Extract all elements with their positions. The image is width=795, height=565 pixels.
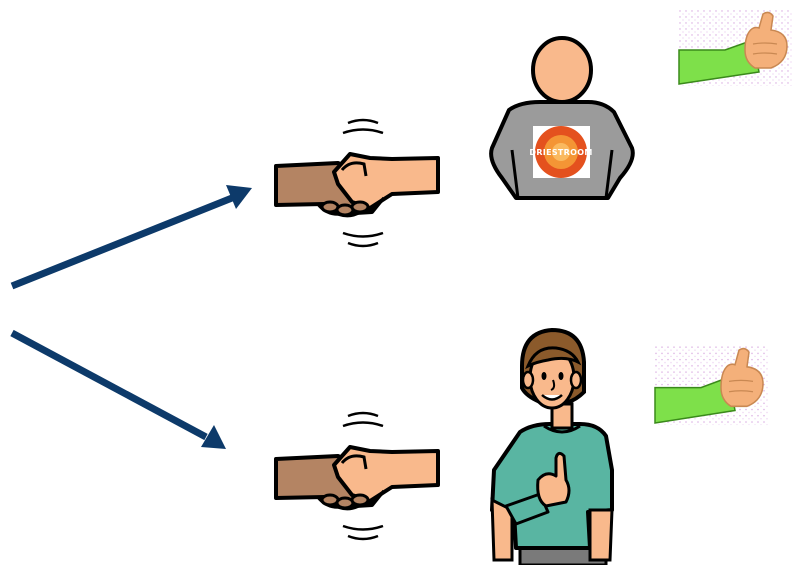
- thumbs-up-icon: [654, 345, 770, 426]
- organisation-person-icon: DRIESTROOM: [489, 36, 635, 200]
- handshake-icon: [274, 118, 440, 248]
- thumbs-up-icon: [678, 9, 794, 87]
- person-pointing-self-icon: [490, 327, 614, 565]
- logo-text: DRIESTROOM: [529, 148, 592, 157]
- handshake-icon: [274, 411, 440, 541]
- arrow-down-right-icon: [10, 329, 226, 449]
- arrow-up-right-icon: [10, 185, 252, 290]
